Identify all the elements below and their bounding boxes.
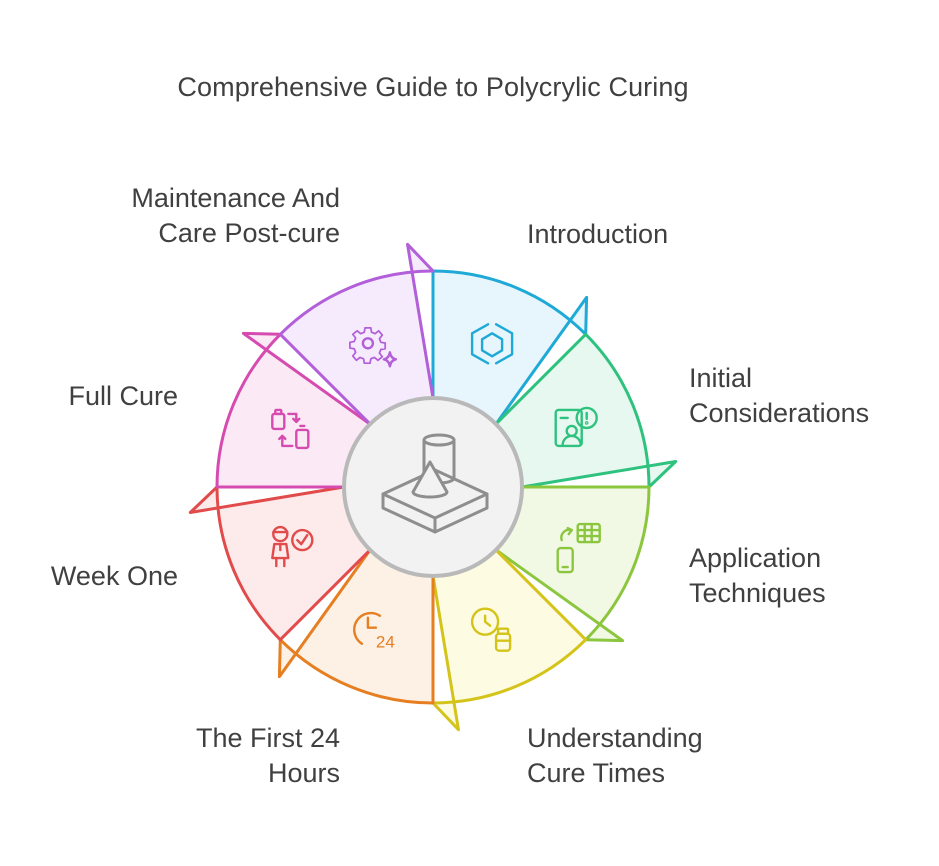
hexagon-link-icon — [470, 323, 514, 365]
clock-jar-icon — [470, 607, 512, 652]
person-check-icon — [271, 525, 314, 568]
clock-24-icon: 24 — [353, 611, 395, 652]
diagram-title: Comprehensive Guide to Polycrylic Curing — [177, 72, 689, 102]
label-understanding-cure-times: Understanding Cure Times — [527, 723, 703, 788]
label-the-first-24-hours: The First 24 Hours — [195, 723, 340, 788]
label-application-techniques: Application Techniques — [689, 543, 826, 608]
label-introduction: Introduction — [527, 219, 669, 249]
label-week-one: Week One — [50, 561, 178, 591]
containers-swap-icon — [271, 408, 310, 450]
label-full-cure: Full Cure — [68, 381, 178, 411]
gear-sparkle-icon — [349, 327, 398, 368]
phone-table-sync-icon — [556, 522, 601, 574]
label-initial-considerations: Initial Considerations — [689, 363, 870, 428]
raised-platform-cone-cylinder-icon — [381, 433, 489, 534]
icons-layer: 24 — [271, 323, 601, 652]
label-maintenance-and-care-post-cure: Maintenance And Care Post-cure — [131, 183, 340, 248]
svg-text:24: 24 — [376, 633, 395, 652]
person-alert-board-icon — [554, 406, 598, 448]
